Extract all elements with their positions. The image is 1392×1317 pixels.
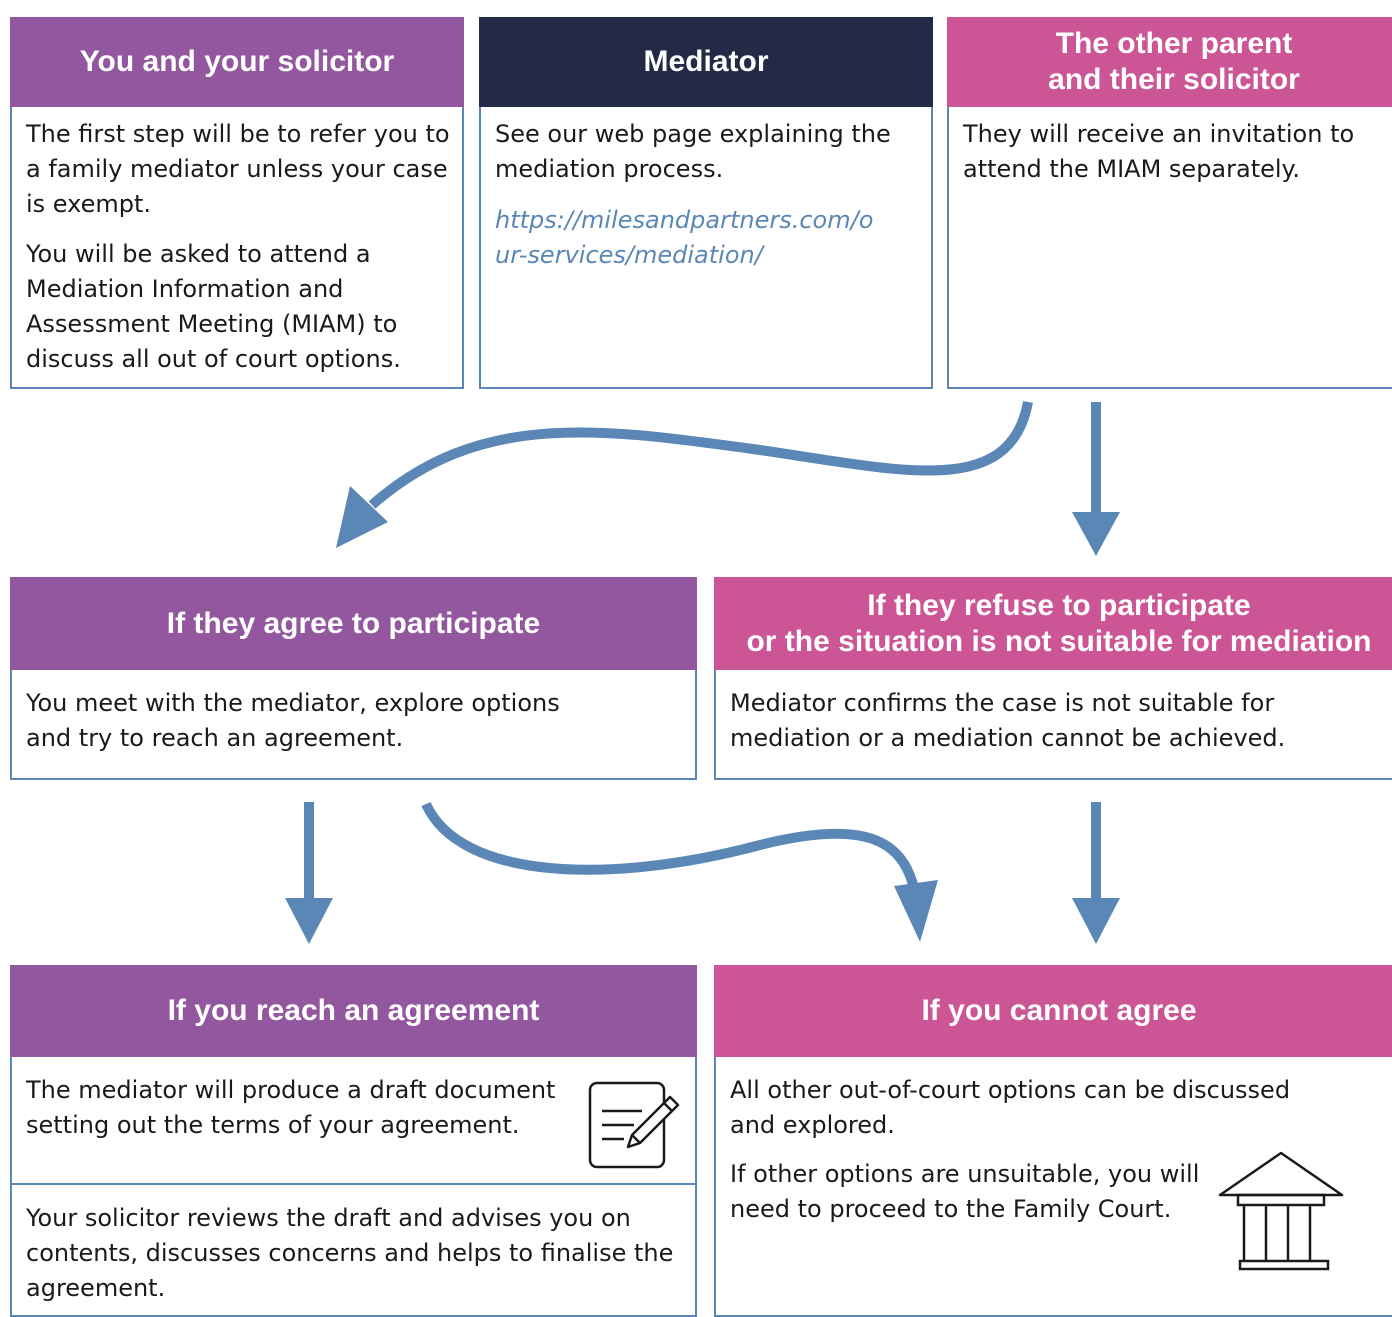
you-and-solicitor-text-2: You will be asked to attend a Mediation … [26,240,401,373]
arrow-other-to-agree [368,401,1033,509]
other-parent-text: They will receive an invitation to atten… [963,120,1355,183]
other-parent-header: The other parent and their solicitor [947,17,1392,107]
agree-text: You meet with the mediator, explore opti… [26,689,560,752]
mediator-header: Mediator [479,17,933,107]
cannot-agree-text-1: All other out-of-court options can be di… [730,1076,1291,1139]
arrowhead-cannot-curve [894,880,938,942]
cannot-agree-header: If you cannot agree [714,965,1392,1057]
arrow-agree-to-cannot [421,801,920,894]
agree-title: If they agree to participate [166,606,541,640]
arrowhead-reach [285,898,333,944]
agree-box: You meet with the mediator, explore opti… [10,670,697,780]
mediation-link[interactable]: https://milesandpartners.com/our-service… [495,206,874,269]
refuse-title-line1: If they refuse to participate [867,588,1251,622]
arrowhead-refuse [1072,512,1120,556]
refuse-text: Mediator confirms the case is not suitab… [730,689,1286,752]
other-parent-title-line1: The other parent [1055,27,1293,60]
refuse-header: If they refuse to participate or the sit… [714,577,1392,670]
mediator-title: Mediator [643,45,769,78]
agree-header: If they agree to participate [10,577,697,670]
you-and-solicitor-header: You and your solicitor [10,17,464,107]
refuse-box: Mediator confirms the case is not suitab… [714,670,1392,780]
other-parent-box: They will receive an invitation to atten… [947,107,1392,389]
reach-agreement-title: If you reach an agreement [167,994,540,1027]
document-edit-icon [588,1081,680,1169]
reach-agreement-divider [12,1183,695,1185]
reach-agreement-text-1: The mediator will produce a draft docume… [26,1076,556,1139]
courthouse-icon [1218,1151,1344,1271]
reach-agreement-header: If you reach an agreement [10,965,697,1057]
other-parent-title-line2: and their solicitor [1048,63,1300,96]
arrowhead-cannot [1072,898,1120,944]
you-and-solicitor-title: You and your solicitor [79,45,395,78]
mediator-box: See our web page explaining the mediatio… [479,107,933,389]
arrowhead-agree [336,486,388,548]
reach-agreement-box: The mediator will produce a draft docume… [10,1057,697,1317]
cannot-agree-title: If you cannot agree [921,994,1197,1027]
you-and-solicitor-box: The first step will be to refer you to a… [10,107,464,389]
cannot-agree-box: All other out-of-court options can be di… [714,1057,1392,1317]
reach-agreement-text-2: Your solicitor reviews the draft and adv… [26,1204,674,1302]
refuse-title-line2: or the situation is not suitable for med… [746,624,1372,658]
mediator-text: See our web page explaining the mediatio… [495,120,891,183]
you-and-solicitor-text-1: The first step will be to refer you to a… [26,120,450,218]
cannot-agree-text-2: If other options are unsuitable, you wil… [730,1160,1200,1223]
